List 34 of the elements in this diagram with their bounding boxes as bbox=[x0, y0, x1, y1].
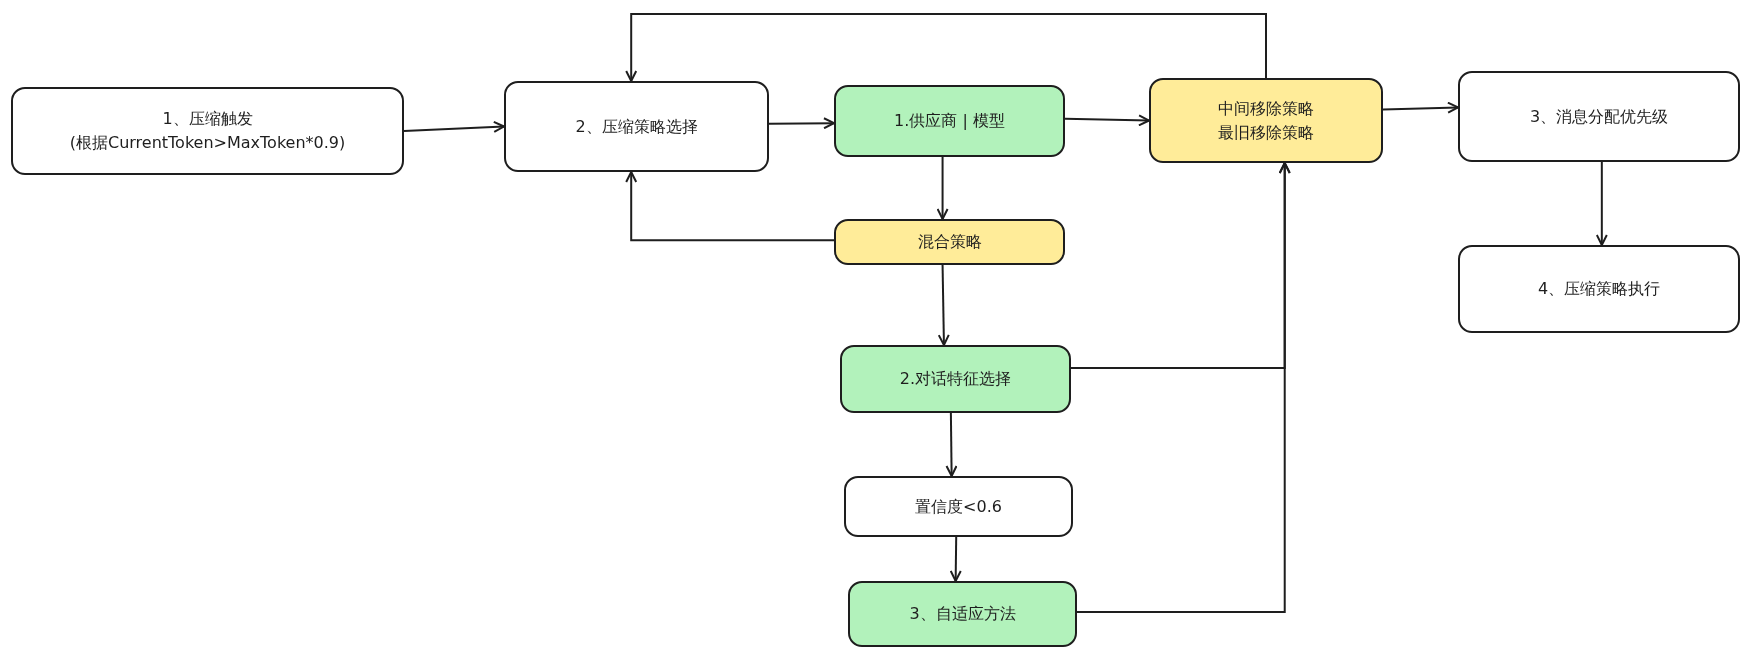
arrow bbox=[625, 13, 1267, 82]
node-text: 2.对话特征选择 bbox=[899, 368, 1012, 390]
arrow bbox=[936, 156, 949, 220]
arrow bbox=[937, 264, 950, 346]
process-box bbox=[844, 476, 1073, 537]
node-text: 1.供应商 | 模型 bbox=[894, 110, 1005, 132]
arrow bbox=[625, 171, 835, 242]
node-text: 1、压缩触发 bbox=[162, 108, 253, 130]
node-text: 最旧移除策略 bbox=[1218, 121, 1314, 144]
node-text: 混合策略 bbox=[917, 231, 982, 253]
arrow bbox=[403, 120, 505, 133]
node-text: 3、自适应方法 bbox=[909, 603, 1016, 625]
process-box bbox=[834, 219, 1065, 265]
process-box bbox=[504, 81, 769, 172]
arrow bbox=[768, 117, 835, 130]
node-text: 4、压缩策略执行 bbox=[1537, 278, 1661, 300]
arrow bbox=[1064, 114, 1150, 127]
process-box bbox=[11, 87, 404, 175]
process-box bbox=[834, 85, 1065, 157]
node-text: (根据CurrentToken>MaxToken*0.9) bbox=[69, 132, 346, 154]
node-text: 3、消息分配优先级 bbox=[1529, 105, 1669, 128]
node-text: 置信度<0.6 bbox=[915, 495, 1002, 518]
arrow bbox=[945, 412, 958, 477]
process-box bbox=[1149, 78, 1383, 163]
process-box bbox=[1458, 245, 1740, 333]
node-text: 2、压缩策略选择 bbox=[575, 115, 698, 138]
arrow bbox=[1382, 101, 1459, 114]
process-box bbox=[840, 345, 1071, 413]
arrow bbox=[1595, 161, 1608, 246]
process-box bbox=[848, 581, 1077, 647]
arrow bbox=[949, 536, 962, 582]
arrow bbox=[1076, 162, 1291, 613]
node-text: 中间移除策略 bbox=[1218, 97, 1314, 120]
process-box bbox=[1458, 71, 1740, 162]
